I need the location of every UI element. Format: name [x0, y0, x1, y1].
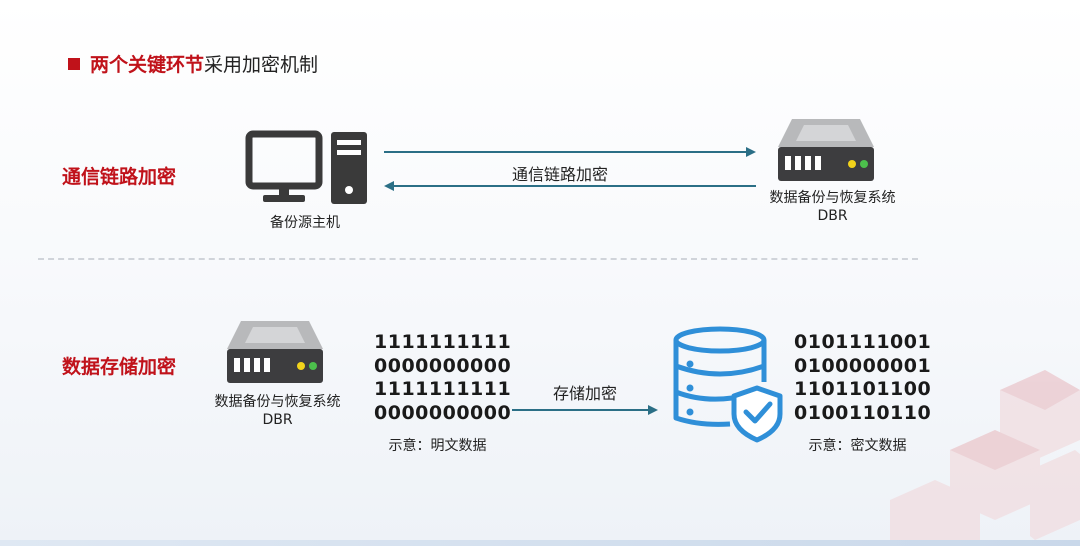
ciphertext-bit-row: 0100000001	[794, 354, 932, 377]
link-arrow-label: 通信链路加密	[511, 165, 608, 184]
section-divider	[38, 258, 918, 260]
plaintext-bit-row: 1111111111	[374, 378, 512, 400]
storage-arrow-label: 存储加密	[552, 384, 617, 403]
arrow-right-icon	[512, 405, 658, 415]
server-caption-line2: DBR	[262, 412, 293, 428]
plaintext-bit-row: 0000000000	[374, 354, 512, 377]
server-caption-bottom: 数据备份与恢复系统 DBR	[195, 393, 360, 429]
server-caption-line2: DBR	[817, 208, 848, 224]
server-caption-top: 数据备份与恢复系统 DBR	[750, 189, 915, 225]
bottom-strip	[0, 540, 1080, 546]
title-rest: 采用加密机制	[204, 54, 319, 76]
computer-icon	[245, 130, 367, 204]
server-caption-line1: 数据备份与恢复系统	[214, 394, 341, 410]
section-label-link-encryption: 通信链路加密	[62, 166, 177, 188]
server-icon	[227, 321, 323, 383]
slide-title: 两个关键环节 采用加密机制	[68, 50, 318, 77]
database-shield-icon	[673, 326, 783, 443]
plaintext-caption: 示意：明文数据	[388, 438, 487, 454]
plaintext-bits: 1111111111 0000000000 1111111111 0000000…	[374, 331, 511, 425]
plaintext-bit-row: 0000000000	[374, 401, 512, 424]
ciphertext-caption: 示意：密文数据	[808, 438, 907, 454]
ciphertext-bit-row: 0101111001	[794, 331, 932, 353]
ciphertext-bit-row: 0100110110	[794, 401, 932, 424]
ciphertext-bit-row: 1101101100	[794, 378, 932, 400]
plaintext-bit-row: 1111111111	[374, 331, 512, 353]
background-cubes-decoration	[890, 370, 1080, 542]
ciphertext-bits: 0101111001 0100000001 1101101100 0100110…	[794, 331, 931, 425]
server-caption-line1: 数据备份与恢复系统	[769, 190, 896, 206]
title-highlight: 两个关键环节	[90, 54, 205, 76]
square-bullet-icon	[68, 57, 80, 70]
host-caption: 备份源主机	[270, 215, 340, 231]
arrow-right-icon	[384, 147, 756, 157]
server-icon	[778, 119, 874, 181]
link-arrows	[384, 147, 756, 191]
section-label-storage-encryption: 数据存储加密	[62, 356, 177, 378]
arrow-left-icon	[384, 181, 756, 191]
